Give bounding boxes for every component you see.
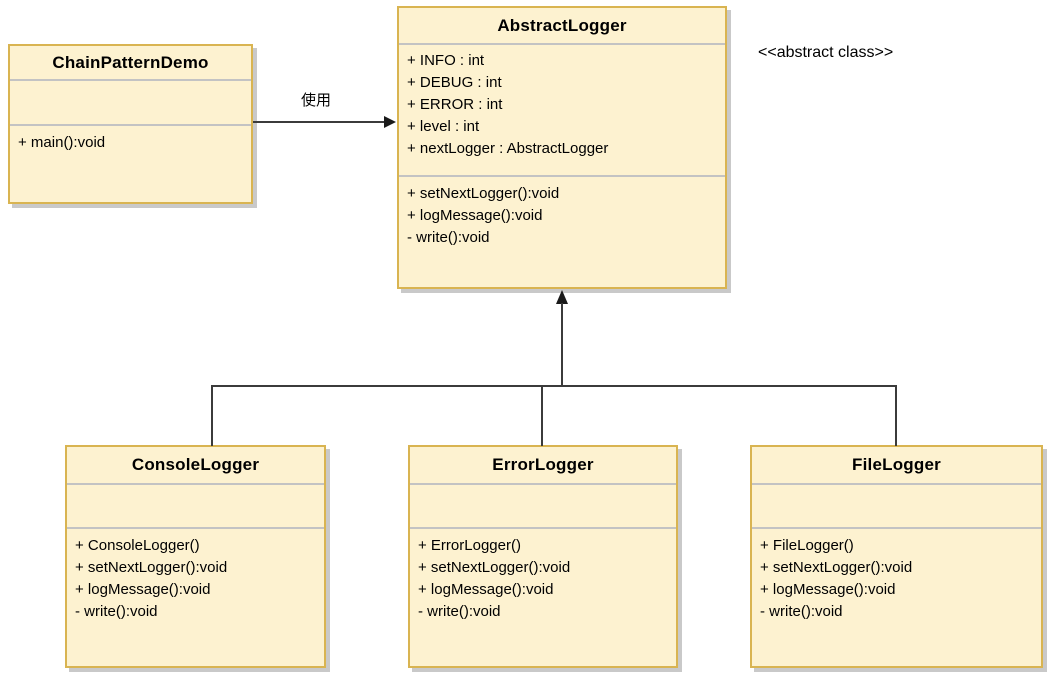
class-methods-error-logger: + ErrorLogger() + setNextLogger():void +… — [410, 529, 676, 666]
class-method-line: + ConsoleLogger() — [75, 537, 200, 554]
class-method-line: + ErrorLogger() — [418, 537, 521, 554]
class-attributes-console-logger — [67, 485, 324, 529]
class-attributes-file-logger — [752, 485, 1041, 529]
class-title-chain-pattern-demo: ChainPatternDemo — [10, 46, 251, 81]
class-title-abstract-logger: AbstractLogger — [399, 8, 725, 45]
class-attribute-line: + INFO : int — [407, 52, 485, 69]
class-box-chain-pattern-demo[interactable]: ChainPatternDemo + main():void — [8, 44, 253, 204]
class-attribute-line: + nextLogger : AbstractLogger — [407, 140, 609, 157]
class-method-line: - write():void — [760, 603, 843, 620]
class-method-line: + main():void — [18, 134, 106, 151]
class-methods-abstract-logger: + setNextLogger():void + logMessage():vo… — [399, 177, 725, 287]
class-title-file-logger: FileLogger — [752, 447, 1041, 485]
class-title-console-logger: ConsoleLogger — [67, 447, 324, 485]
class-method-line: + logMessage():void — [407, 207, 543, 224]
class-method-line: + logMessage():void — [75, 581, 211, 598]
class-method-line: - write():void — [418, 603, 501, 620]
class-attributes-chain-pattern-demo — [10, 81, 251, 126]
generalization-arrowhead-icon — [556, 290, 568, 304]
class-method-line: + logMessage():void — [418, 581, 554, 598]
class-method-line: + setNextLogger():void — [75, 559, 228, 576]
class-box-error-logger[interactable]: ErrorLogger + ErrorLogger() + setNextLog… — [408, 445, 678, 668]
edge-label-uses: 使用 — [301, 92, 332, 109]
class-box-file-logger[interactable]: FileLogger + FileLogger() + setNextLogge… — [750, 445, 1043, 668]
class-title-error-logger: ErrorLogger — [410, 447, 676, 485]
class-attribute-line: + level : int — [407, 118, 480, 135]
class-method-line: + FileLogger() — [760, 537, 854, 554]
class-methods-file-logger: + FileLogger() + setNextLogger():void + … — [752, 529, 1041, 666]
class-method-line: + setNextLogger():void — [760, 559, 913, 576]
generalization-branch-error-logger — [541, 385, 543, 446]
class-box-console-logger[interactable]: ConsoleLogger + ConsoleLogger() + setNex… — [65, 445, 326, 668]
dependency-line-demo-to-abstract-logger — [253, 121, 385, 123]
class-attribute-line: + DEBUG : int — [407, 74, 502, 91]
class-attributes-abstract-logger: + INFO : int + DEBUG : int + ERROR : int… — [399, 45, 725, 177]
class-method-line: - write():void — [407, 229, 490, 246]
class-attributes-error-logger — [410, 485, 676, 529]
generalization-trunk-line — [561, 303, 563, 387]
class-method-line: - write():void — [75, 603, 158, 620]
class-method-line: + logMessage():void — [760, 581, 896, 598]
class-box-abstract-logger[interactable]: AbstractLogger + INFO : int + DEBUG : in… — [397, 6, 727, 289]
class-attribute-line: + ERROR : int — [407, 96, 503, 113]
class-methods-chain-pattern-demo: + main():void — [10, 126, 251, 202]
class-methods-console-logger: + ConsoleLogger() + setNextLogger():void… — [67, 529, 324, 666]
dependency-arrowhead-icon — [384, 116, 396, 128]
class-method-line: + setNextLogger():void — [407, 185, 560, 202]
generalization-branch-file-logger — [895, 385, 897, 446]
generalization-crossbar-line — [211, 385, 897, 387]
abstract-class-stereotype-label: <<abstract class>> — [758, 44, 894, 61]
generalization-branch-console-logger — [211, 385, 213, 446]
class-method-line: + setNextLogger():void — [418, 559, 571, 576]
